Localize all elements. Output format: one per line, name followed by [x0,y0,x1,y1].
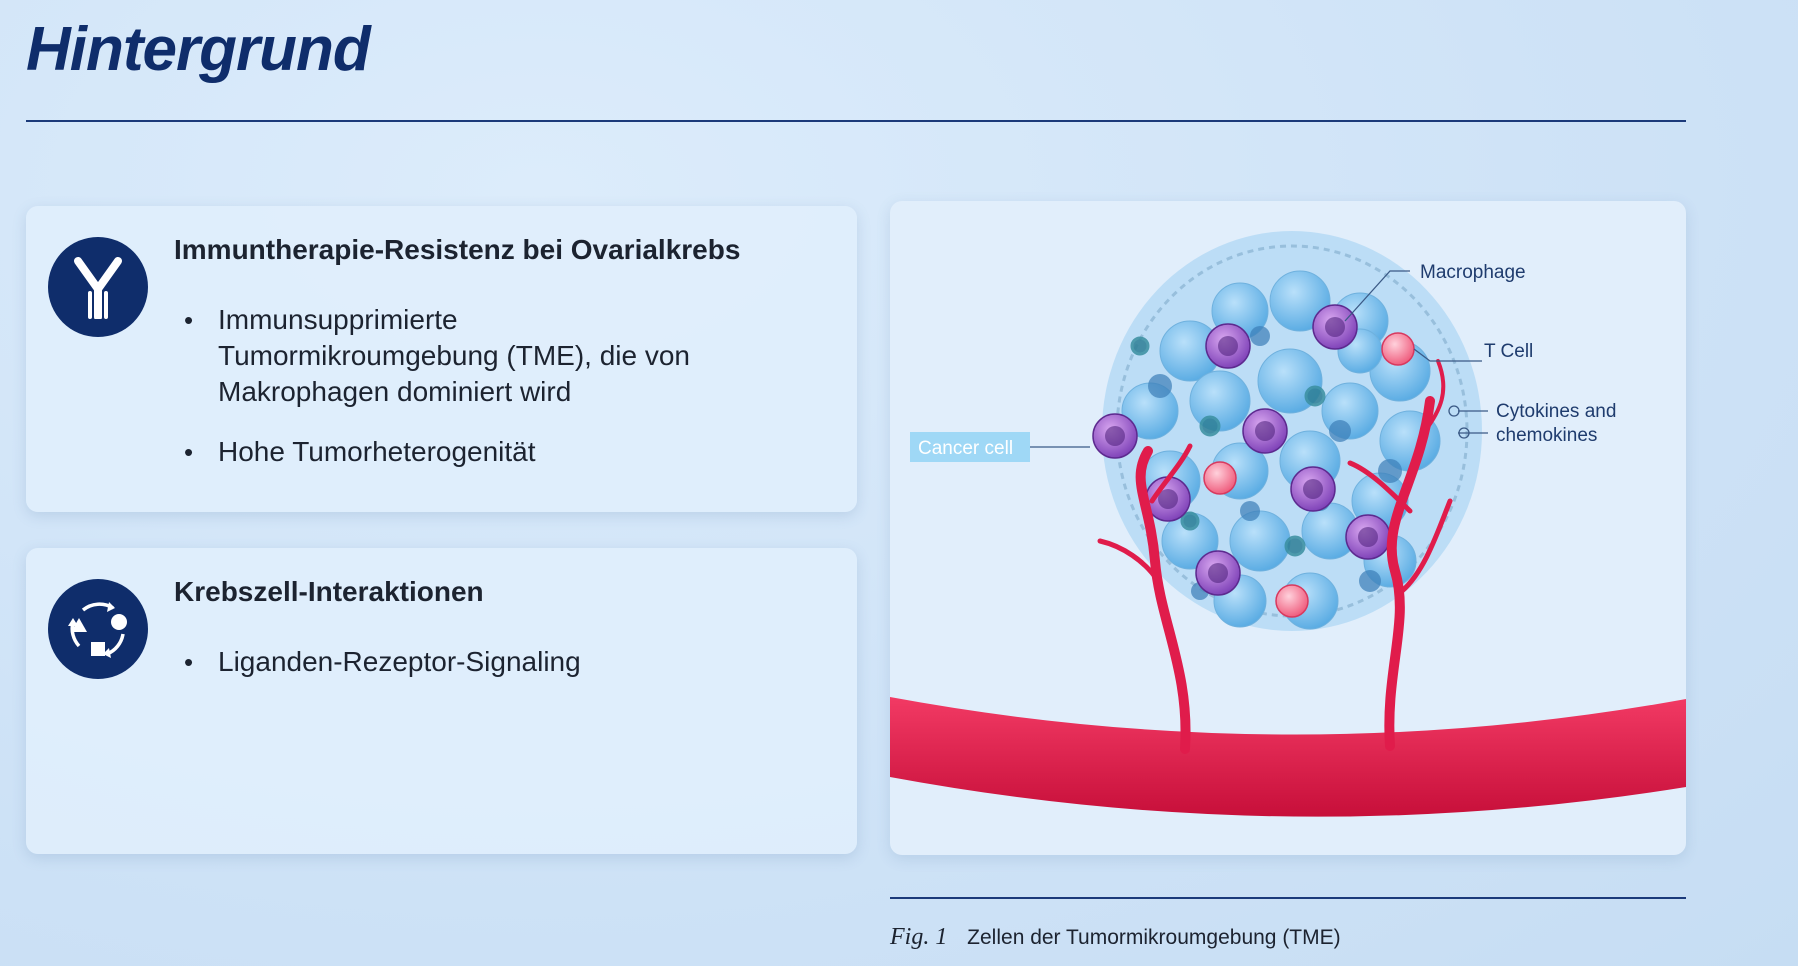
title-divider [26,120,1686,122]
capillary [1384,396,1435,751]
t-cell [1203,461,1237,495]
macrophage-label: Macrophage [1420,262,1526,283]
antibody-icon [48,237,148,337]
caption-text: Zellen der Tumormikroumgebung (TME) [967,926,1341,949]
card-heading: Immuntherapie-Resistenz bei Ovarialkrebs [174,234,741,265]
t-cell [1381,332,1415,366]
card-immunotherapy-resistance: Immuntherapie-Resistenz bei Ovarialkrebs… [26,206,857,512]
list-item: Hohe Tumorheterogenität [174,434,774,470]
list-item: Immunsupprimierte Tumormikroumgebung (TM… [174,302,774,410]
page-title: Hintergrund [26,15,371,84]
cancer-cell-label: Cancer cell [918,438,1013,459]
chemokines-label: chemokines [1496,425,1597,446]
blood-vessel [890,697,1686,817]
caption-divider [890,897,1686,899]
cell-interaction-cycle-icon [48,579,148,679]
figure-caption: Fig. 1 Zellen der Tumormikroumgebung (TM… [890,924,1341,951]
list-item: Liganden-Rezeptor-Signaling [174,644,774,680]
bullet-list: Liganden-Rezeptor-Signaling [174,644,774,704]
cytokines-label: Cytokines and [1496,401,1616,422]
bullet-list: Immunsupprimierte Tumormikroumgebung (TM… [174,302,774,494]
capillary [1135,446,1191,754]
tme-illustration: Macrophage T Cell Cytokines and chemokin… [890,201,1686,855]
t-cell [1275,584,1309,618]
card-cancer-cell-interactions: Krebszell-Interaktionen Liganden-Rezepto… [26,548,857,854]
card-heading: Krebszell-Interaktionen [174,576,484,607]
tumor-mass [1092,231,1482,631]
t-cell-label: T Cell [1484,341,1533,362]
figure-number: Fig. 1 [890,924,948,950]
